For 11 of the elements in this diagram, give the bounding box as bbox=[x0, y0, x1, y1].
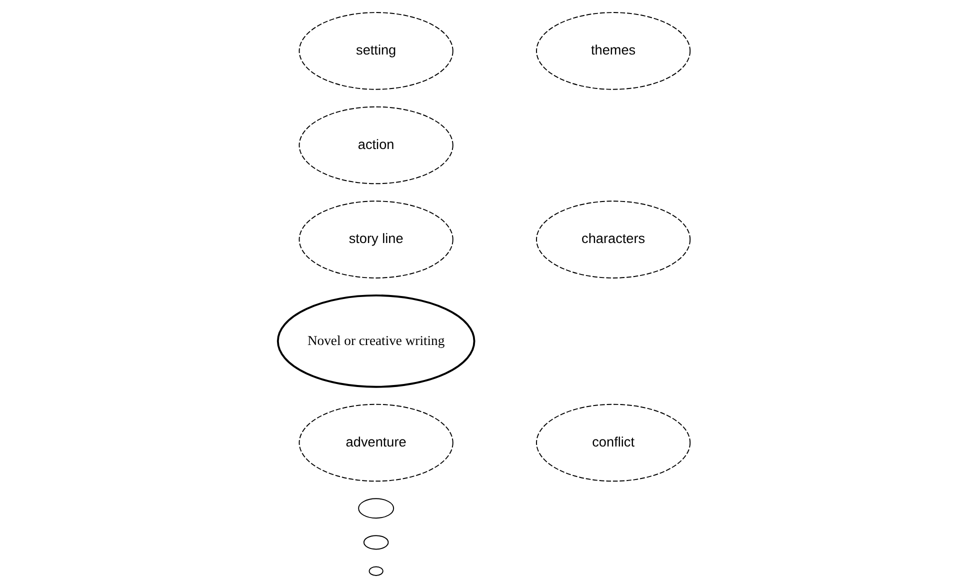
node-circle bbox=[362, 535, 388, 550]
node-circle bbox=[368, 566, 383, 576]
node-ellipse: conflict bbox=[536, 404, 690, 482]
node-ellipse: Novel or creative writing bbox=[276, 294, 475, 388]
node-circle bbox=[358, 498, 394, 519]
node-ellipse: setting bbox=[298, 12, 453, 90]
node-ellipse: adventure bbox=[298, 404, 453, 482]
node-ellipse: action bbox=[298, 106, 453, 184]
node-ellipse: story line bbox=[298, 200, 453, 278]
node-ellipse: characters bbox=[536, 200, 690, 278]
node-ellipse: themes bbox=[536, 12, 690, 90]
